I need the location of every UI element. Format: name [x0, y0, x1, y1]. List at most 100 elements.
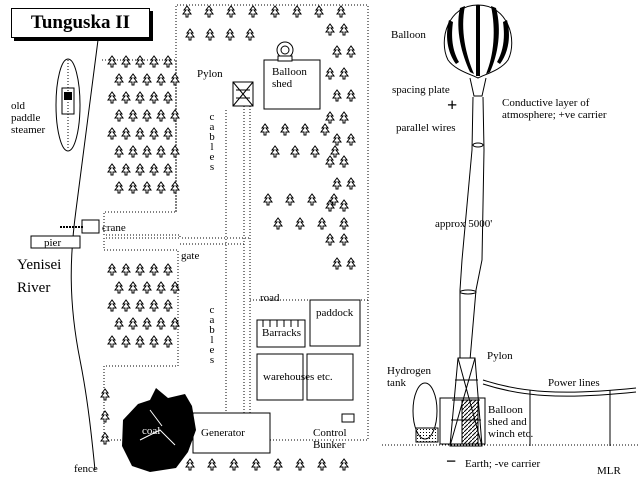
plus-sign: +	[447, 95, 458, 115]
tree-icon	[107, 299, 117, 312]
shed-side-label-3: winch etc.	[488, 428, 534, 440]
tree-icon	[149, 127, 159, 140]
generator-label: Generator	[201, 427, 245, 439]
tree-icon	[245, 28, 255, 41]
tree-icon	[142, 145, 152, 158]
tree-icon	[100, 410, 110, 423]
tree-icon	[332, 89, 342, 102]
tree-icon	[163, 55, 173, 68]
tree-icon	[280, 123, 290, 136]
tree-icon	[128, 317, 138, 330]
tree-icon	[339, 23, 349, 36]
tree-icon	[114, 317, 124, 330]
minus-sign: −	[446, 451, 457, 471]
tree-icon	[332, 133, 342, 146]
tree-icon	[273, 217, 283, 230]
parallel-wires-label: parallel wires	[396, 122, 456, 134]
tree-icon	[163, 335, 173, 348]
river-label-1: Yenisei	[17, 257, 62, 273]
tether	[459, 96, 485, 361]
paddle-steamer-icon	[55, 58, 81, 152]
tree-icon	[135, 55, 145, 68]
tree-icon	[156, 281, 166, 294]
balloon-shed	[263, 59, 321, 110]
tree-icon	[156, 181, 166, 194]
pier-label: pier	[44, 237, 62, 249]
balloon-label: Balloon	[391, 29, 426, 41]
coal-label: coal	[142, 425, 161, 437]
earth-label: Earth; -ve carrier	[465, 458, 541, 470]
tree-icon	[314, 5, 324, 18]
tree-icon	[339, 217, 349, 230]
tree-icon	[135, 299, 145, 312]
conductive-label-2: atmosphere; +ve carrier	[502, 109, 607, 121]
tree-icon	[325, 233, 335, 246]
fence-north	[103, 4, 369, 441]
tree-icon	[142, 73, 152, 86]
tree-icon	[163, 127, 173, 140]
balloon-shed-label-2: shed	[272, 78, 293, 90]
tree-icon	[163, 263, 173, 276]
tree-icon	[229, 458, 239, 471]
paddock	[309, 299, 361, 347]
tree-icon	[121, 299, 131, 312]
tree-icon	[114, 281, 124, 294]
tree-icon	[114, 73, 124, 86]
tree-icon	[336, 5, 346, 18]
tree-icon	[346, 45, 356, 58]
road	[180, 100, 368, 420]
tree-icon	[339, 155, 349, 168]
tree-icon	[121, 263, 131, 276]
tree-icon	[163, 299, 173, 312]
tree-icon	[332, 177, 342, 190]
tree-icon	[149, 299, 159, 312]
ground-pylon-icon	[449, 357, 483, 447]
road-label: road	[260, 292, 280, 304]
control-bunker-label-2: Bunker	[313, 439, 346, 451]
tree-icon	[156, 317, 166, 330]
tree-icon	[170, 109, 180, 122]
tree-icon	[107, 55, 117, 68]
tree-icon	[121, 55, 131, 68]
steamer-label-3: steamer	[11, 124, 46, 136]
tree-icon	[346, 257, 356, 270]
tree-icon	[185, 28, 195, 41]
tree-icon	[205, 28, 215, 41]
tree-icon	[290, 145, 300, 158]
signature: MLR	[597, 465, 621, 477]
tree-icon	[204, 5, 214, 18]
tree-icon	[149, 163, 159, 176]
tree-icon	[325, 23, 335, 36]
tree-icon	[325, 67, 335, 80]
power-lines	[482, 379, 637, 397]
tree-icon	[332, 257, 342, 270]
section-pylon-label: Pylon	[487, 350, 513, 362]
tree-icon	[156, 145, 166, 158]
tree-icon	[317, 217, 327, 230]
tree-icon	[310, 145, 320, 158]
hydrogen-label-1: Hydrogen	[387, 365, 431, 377]
balloon-winch-icon	[276, 41, 294, 62]
tree-icon	[170, 181, 180, 194]
tree-icon	[300, 123, 310, 136]
steamer-label-1: old	[11, 100, 26, 112]
tree-icon	[149, 91, 159, 104]
tree-icon	[121, 163, 131, 176]
cable-route	[225, 110, 250, 421]
tree-icon	[142, 181, 152, 194]
shed-side-label-1: Balloon	[488, 404, 523, 416]
river-bank	[70, 39, 99, 471]
tree-icon	[207, 458, 217, 471]
spacing-plate-label: spacing plate	[392, 84, 450, 96]
tree-icon	[121, 335, 131, 348]
tree-icon	[163, 163, 173, 176]
tree-icon	[128, 73, 138, 86]
warehouses-2	[306, 353, 354, 401]
tree-icon	[107, 335, 117, 348]
page-title: Tunguska II	[30, 12, 131, 33]
crane-icon	[60, 219, 100, 234]
tree-icon	[107, 163, 117, 176]
gate-label: gate	[181, 250, 200, 262]
steamer-label-2: paddle	[11, 112, 41, 124]
